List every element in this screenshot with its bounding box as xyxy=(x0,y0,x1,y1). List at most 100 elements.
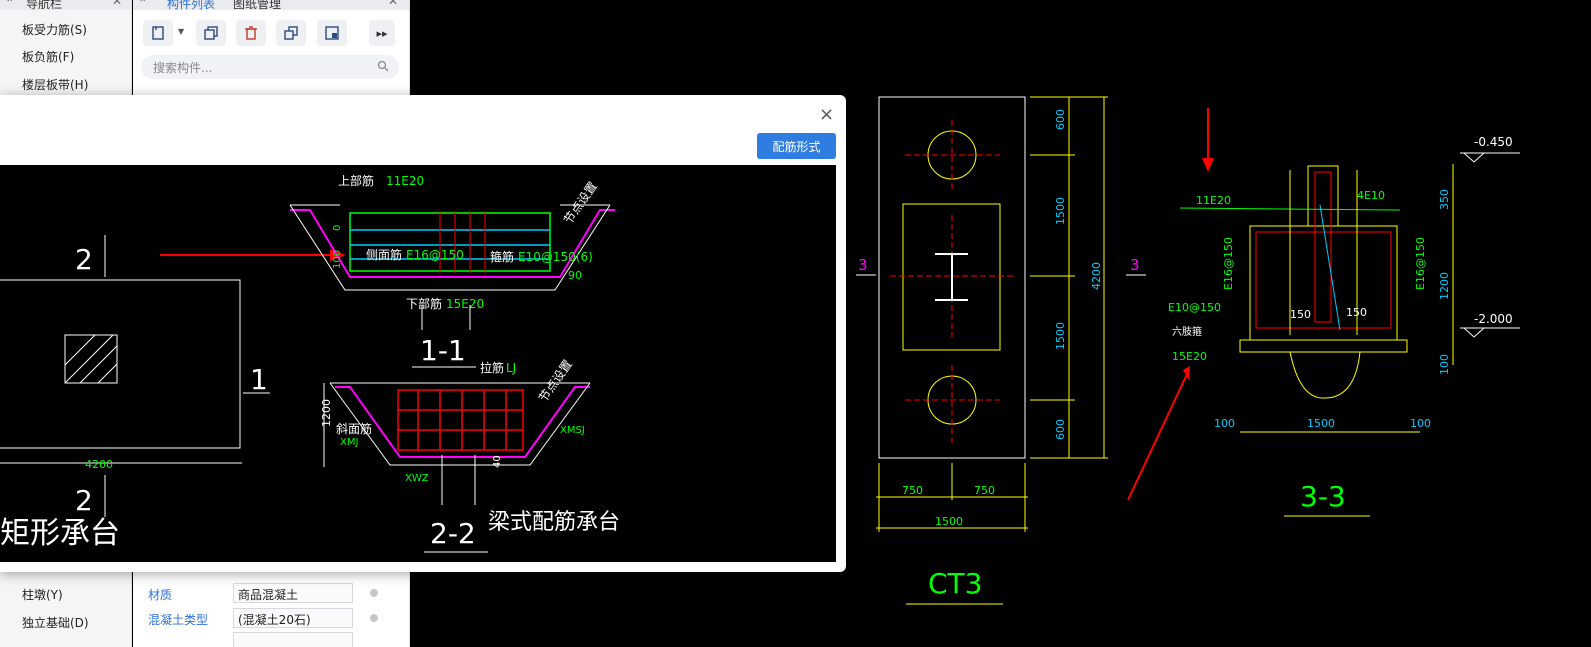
ct3-plan: 600 1500 1500 600 4200 3 3 750 750 1500 … xyxy=(856,96,1146,605)
s33-dim-100: 100 xyxy=(1438,354,1451,375)
xwz-label: XWZ xyxy=(405,473,429,484)
s33-top-bar: 11E20 xyxy=(1196,194,1231,207)
tab-drawing-management[interactable]: 图纸管理 xyxy=(233,0,282,10)
pile-cap-diagram: 2 2 1 4200 矩形承台 上 xyxy=(0,173,620,553)
s33-150-b: 150 xyxy=(1346,306,1367,319)
section-3-3: -0.450 -2.000 350 1200 100 11E20 4E10 E1… xyxy=(1127,108,1520,517)
rect-cap-title: 矩形承台 xyxy=(0,516,120,551)
ct3-title: CT3 xyxy=(928,567,982,600)
s33-bdim-2: 100 xyxy=(1410,417,1431,430)
top-bar-label: 上部筋 xyxy=(338,173,374,188)
dim-1200: 1200 xyxy=(320,399,333,427)
section-1-1: 上部筋 11E20 侧面筋 E16@150 箍筋 E10@150(6) 下部筋 … xyxy=(289,173,615,368)
ct3-dim-2: 1500 xyxy=(1054,322,1067,350)
s33-bdim-0: 100 xyxy=(1214,417,1235,430)
stirrup-value: E10@150(6) xyxy=(518,250,593,264)
more-button[interactable]: ▸▸ xyxy=(369,20,395,46)
new-component-button[interactable] xyxy=(143,20,173,46)
prop-toggle-concrete-type[interactable] xyxy=(370,614,378,622)
tie-label: 拉筋 xyxy=(480,360,504,375)
nav-item-floor-slab-band[interactable]: 楼层板带(H) xyxy=(22,78,89,92)
layer-copy-button[interactable] xyxy=(317,20,347,46)
bottom-bar-label: 下部筋 xyxy=(406,296,442,311)
copy-button[interactable] xyxy=(196,20,226,46)
s33-dim-350: 350 xyxy=(1438,189,1451,210)
delete-icon xyxy=(245,26,257,40)
dim-0: 0 xyxy=(332,225,343,231)
prop-label-material: 材质 xyxy=(148,588,173,602)
tab-navigation[interactable]: 导航栏 xyxy=(26,0,63,10)
ct3-bdim-total: 1500 xyxy=(935,515,963,528)
grip-icon[interactable]: ⠿ xyxy=(6,0,13,5)
side-bar-value: E16@150 xyxy=(406,248,464,262)
more-icon: ▸▸ xyxy=(376,26,388,40)
ct3-sec-left: 3 xyxy=(858,256,868,274)
grip-icon[interactable]: ⠿ xyxy=(139,0,146,5)
ct3-dim-0: 600 xyxy=(1054,109,1067,130)
s33-4e10: 4E10 xyxy=(1357,189,1385,202)
rect-cap-plan: 2 2 1 4200 矩形承台 xyxy=(0,235,270,551)
section-mark-right: 1 xyxy=(250,363,268,396)
chevron-down-icon[interactable]: ▼ xyxy=(178,27,185,36)
ct3-dim-3: 600 xyxy=(1054,419,1067,440)
s33-title: 3-3 xyxy=(1300,480,1346,513)
prop-label-concrete-type: 混凝土类型 xyxy=(148,613,209,627)
beam-cap-title: 梁式配筋承台 xyxy=(488,510,620,535)
rect-dim-4200: 4200 xyxy=(85,458,113,471)
copy-layer-icon xyxy=(284,26,298,40)
section-mark-top: 2 xyxy=(75,243,93,276)
bottom-bar-value: 15E20 xyxy=(446,297,484,311)
side-bar-label: 侧面筋 xyxy=(366,247,402,262)
s33-stirrup: E10@150 xyxy=(1168,301,1221,314)
component-tabbar: ⠿ 构件列表 图纸管理 ✕ xyxy=(133,0,409,10)
copy-to-layer-button[interactable] xyxy=(276,20,306,46)
search-icon[interactable] xyxy=(377,60,389,72)
s33-six-leg: 六肢箍 xyxy=(1172,325,1202,338)
s33-bottom-bar: 15E20 xyxy=(1172,350,1207,363)
section-mark-bottom: 2 xyxy=(75,484,93,517)
s33-150-a: 150 xyxy=(1290,308,1311,321)
nav-item-slab-negative-rebar[interactable]: 板负筋(F) xyxy=(22,50,75,64)
copy-icon xyxy=(204,26,218,40)
search-input[interactable]: 搜索构件... xyxy=(153,61,213,75)
layer-copy-icon xyxy=(325,26,339,40)
elev-top: -0.450 xyxy=(1474,135,1513,149)
s33-side-right: E16@150 xyxy=(1414,237,1427,290)
close-icon[interactable]: ✕ xyxy=(388,0,399,8)
node-setting-2: 节点设置 xyxy=(536,357,575,404)
close-icon[interactable]: × xyxy=(819,104,835,125)
prop-value-concrete-type[interactable]: (混凝土20石) xyxy=(233,608,353,628)
angle-label: 90 xyxy=(568,269,582,282)
prop-toggle-material[interactable] xyxy=(370,589,378,597)
nav-item-column-pier[interactable]: 柱墩(Y) xyxy=(22,588,63,602)
delete-button[interactable] xyxy=(236,20,266,46)
xmsj-label: XMSJ xyxy=(560,425,585,436)
xmj-label: XMJ xyxy=(340,437,358,448)
search-box[interactable]: 搜索构件... xyxy=(141,55,399,79)
dim-100: 100 xyxy=(332,250,343,269)
new-component-icon xyxy=(152,26,164,40)
ct3-dim-1: 1500 xyxy=(1054,197,1067,225)
elev-bottom: -2.000 xyxy=(1474,312,1513,326)
prop-value-next[interactable] xyxy=(233,632,353,647)
tie-value: LJ xyxy=(506,361,516,375)
top-bar-value: 11E20 xyxy=(386,174,424,188)
tab-component-list[interactable]: 构件列表 xyxy=(167,0,216,10)
rebar-form-button[interactable]: 配筋形式 xyxy=(757,133,836,159)
ct3-dim-total: 4200 xyxy=(1090,262,1103,290)
nav-item-slab-rebar[interactable]: 板受力筋(S) xyxy=(22,23,87,37)
prop-value-material[interactable]: 商品混凝土 xyxy=(233,583,353,603)
ct3-bdim-0: 750 xyxy=(902,484,923,497)
s33-side-left: E16@150 xyxy=(1222,237,1235,290)
close-icon[interactable]: ✕ xyxy=(112,0,123,8)
dialog-drawing-canvas: 2 2 1 4200 矩形承台 上 xyxy=(0,165,836,562)
nav-item-isolated-footing[interactable]: 独立基础(D) xyxy=(22,616,89,630)
dim-40: 40 xyxy=(492,455,503,468)
section-2-2-title: 2-2 xyxy=(430,517,476,550)
s33-bdim-1: 1500 xyxy=(1307,417,1335,430)
ct3-sec-right: 3 xyxy=(1130,256,1140,274)
slope-bar-label: 斜面筋 xyxy=(336,421,372,436)
section-1-1-title: 1-1 xyxy=(420,334,466,367)
